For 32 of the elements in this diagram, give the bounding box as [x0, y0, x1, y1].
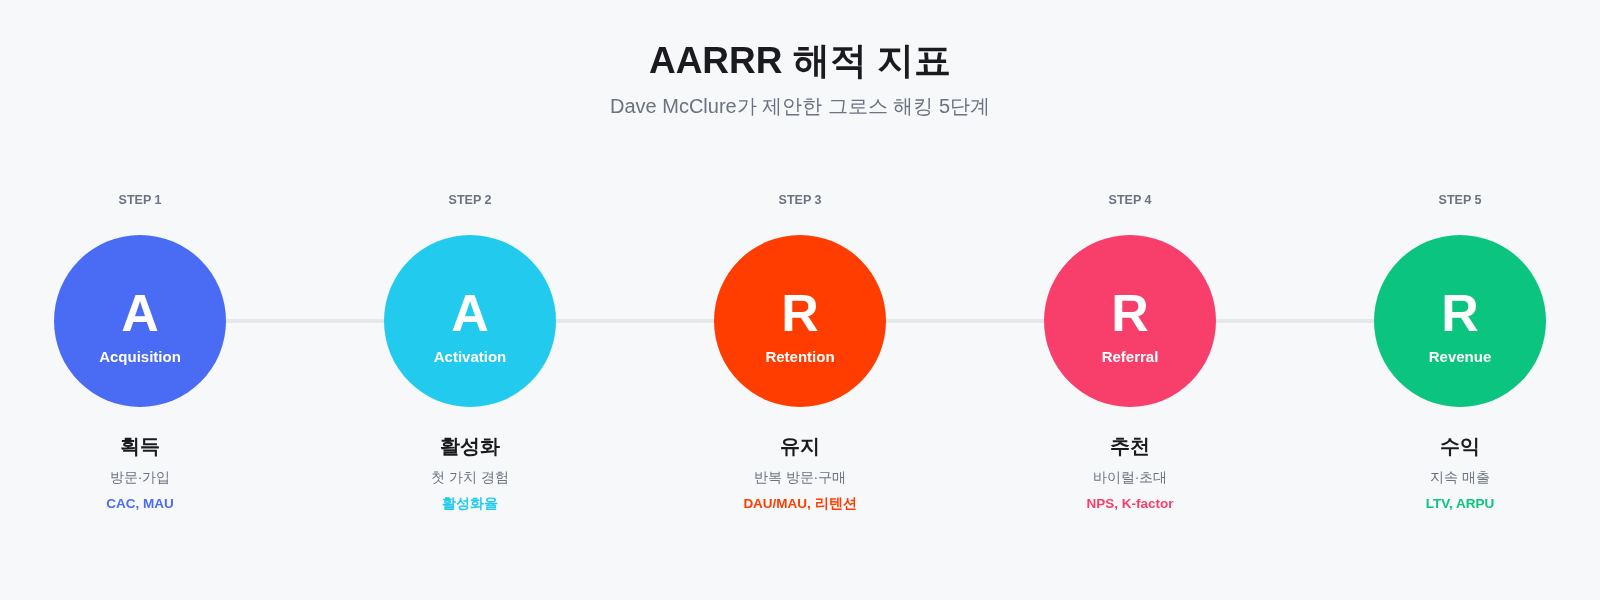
step-label: STEP 2	[448, 192, 492, 208]
metric-text: CAC, MAU	[106, 496, 174, 512]
metric-text: DAU/MAU, 리텐션	[743, 496, 857, 512]
stage-heading: 유지	[780, 434, 820, 458]
stage-name: Referral	[1101, 348, 1159, 366]
subtitle: Dave McClure가 제안한 그로스 해킹 5단계	[609, 94, 991, 118]
stage-letter: R	[781, 284, 819, 344]
stage-letter: R	[1441, 284, 1479, 344]
stage-heading: 획득	[120, 434, 160, 458]
metric-text: 활성화율	[442, 496, 498, 512]
title: AARRR 해적 지표	[648, 39, 952, 83]
step-label: STEP 4	[1108, 192, 1152, 208]
stage-heading: 활성화	[440, 434, 500, 458]
stage-description: 반복 방문·구매	[753, 468, 847, 486]
stage-description: 방문·가입	[109, 468, 171, 486]
stage-name: Retention	[765, 348, 835, 366]
stage-name: Acquisition	[99, 348, 181, 366]
stage-name: Activation	[433, 348, 507, 366]
stage-heading: 수익	[1440, 434, 1480, 458]
step-label: STEP 3	[778, 192, 822, 208]
step-label: STEP 1	[118, 192, 162, 208]
metric-text: LTV, ARPU	[1425, 496, 1495, 512]
step-label: STEP 5	[1438, 192, 1482, 208]
stage-name: Revenue	[1428, 348, 1492, 366]
stage-heading: 추천	[1110, 434, 1150, 458]
stage-description: 바이럴·초대	[1092, 468, 1168, 486]
stage-description: 첫 가치 경험	[431, 468, 509, 486]
stage-letter: A	[451, 284, 489, 344]
stage-letter: A	[121, 284, 159, 344]
stage-description: 지속 매출	[1430, 468, 1490, 486]
stage-letter: R	[1111, 284, 1149, 344]
metric-text: NPS, K-factor	[1086, 496, 1174, 512]
